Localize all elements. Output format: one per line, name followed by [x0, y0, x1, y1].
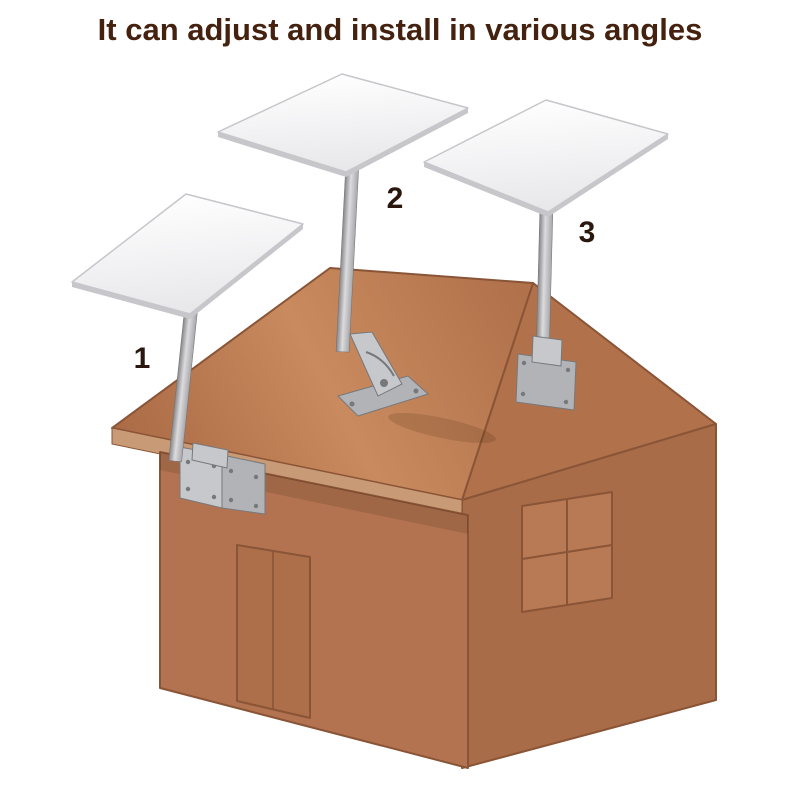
corner-mount-bracket-1 [179, 446, 266, 515]
bracket-angle-arm [349, 331, 403, 397]
pole-clamp-3 [531, 335, 563, 367]
bracket-bolts-2 [349, 379, 419, 407]
pole-clamp-1 [191, 442, 229, 469]
satellite-dish-1 [71, 193, 304, 515]
front-door [236, 544, 311, 719]
position-label-2: 2 [387, 182, 404, 215]
dish-panel-3 [423, 99, 669, 213]
bracket-plate-right [221, 454, 266, 515]
window-mullion-horizontal [521, 544, 613, 560]
illustration-title: It can adjust and install in various ang… [98, 12, 703, 47]
dish-panel-1 [71, 193, 304, 315]
bracket-bolts-3 [520, 360, 571, 405]
house [111, 267, 717, 769]
wall-mount-bracket-3 [515, 335, 577, 411]
satellite-dish-3 [423, 99, 669, 411]
satellite-dish-2 [217, 73, 469, 417]
bracket-arc-slot [365, 351, 395, 377]
roof-cast-shadow [388, 412, 496, 444]
position-label-3: 3 [579, 216, 596, 249]
dish-panel-2 [217, 73, 469, 173]
side-window [521, 491, 613, 613]
position-label-1: 1 [134, 342, 151, 375]
roof-angle-bracket-2 [337, 331, 429, 417]
